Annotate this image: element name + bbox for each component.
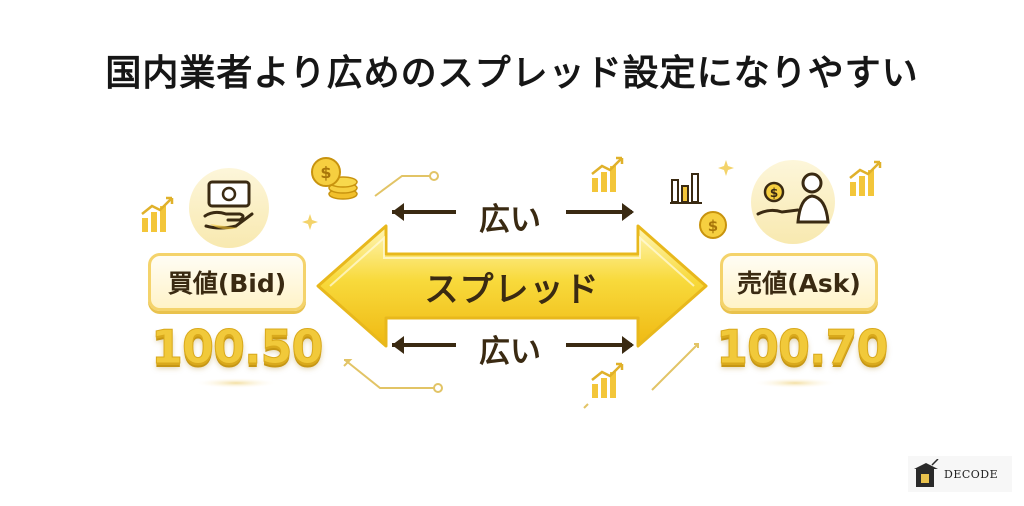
arrow-left-icon — [392, 336, 456, 354]
wide-label-top: 広い — [479, 202, 541, 238]
arrow-left-icon — [392, 203, 456, 221]
decode-mascot-icon — [914, 459, 939, 487]
wide-label-bottom: 広い — [479, 334, 541, 370]
bid-price: 100.50 — [151, 320, 325, 375]
bid-price-shadow — [196, 378, 276, 388]
connector-lines — [343, 171, 699, 409]
arrow-right-icon — [566, 336, 634, 354]
spread-label: スプレッド — [424, 270, 600, 310]
logo-text: DECODE — [944, 467, 999, 481]
svg-text:$: $ — [770, 186, 778, 200]
svg-text:$: $ — [320, 163, 331, 182]
bid-label-box: 買値(Bid) — [148, 253, 306, 311]
page-title: 国内業者より広めのスプレッド設定になりやすい — [105, 52, 919, 94]
sparkle-icon — [718, 160, 734, 176]
bar-chart-up-icon — [591, 362, 624, 398]
bar-chart-up-icon — [141, 196, 174, 232]
sparkle-icon — [302, 214, 318, 230]
coin-icon: $ — [699, 211, 727, 239]
decode-logo: DECODE — [908, 456, 1012, 492]
bar-chart-up-icon — [849, 160, 882, 196]
person-coin-hand-icon: $ — [751, 160, 835, 244]
bid-label: 買値(Bid) — [167, 269, 287, 298]
ask-price-shadow — [755, 378, 835, 388]
ask-label: 売値(Ask) — [737, 269, 861, 298]
spread-double-arrow — [316, 224, 708, 348]
money-hand-icon — [189, 168, 269, 248]
svg-text:$: $ — [708, 217, 718, 235]
bar-chart-icon — [670, 173, 702, 204]
arrow-right-icon — [566, 203, 634, 221]
bar-chart-up-icon — [591, 156, 624, 192]
ask-price: 100.70 — [716, 320, 890, 375]
coin-stack-icon: $ — [311, 157, 358, 200]
ask-label-box: 売値(Ask) — [720, 253, 878, 311]
